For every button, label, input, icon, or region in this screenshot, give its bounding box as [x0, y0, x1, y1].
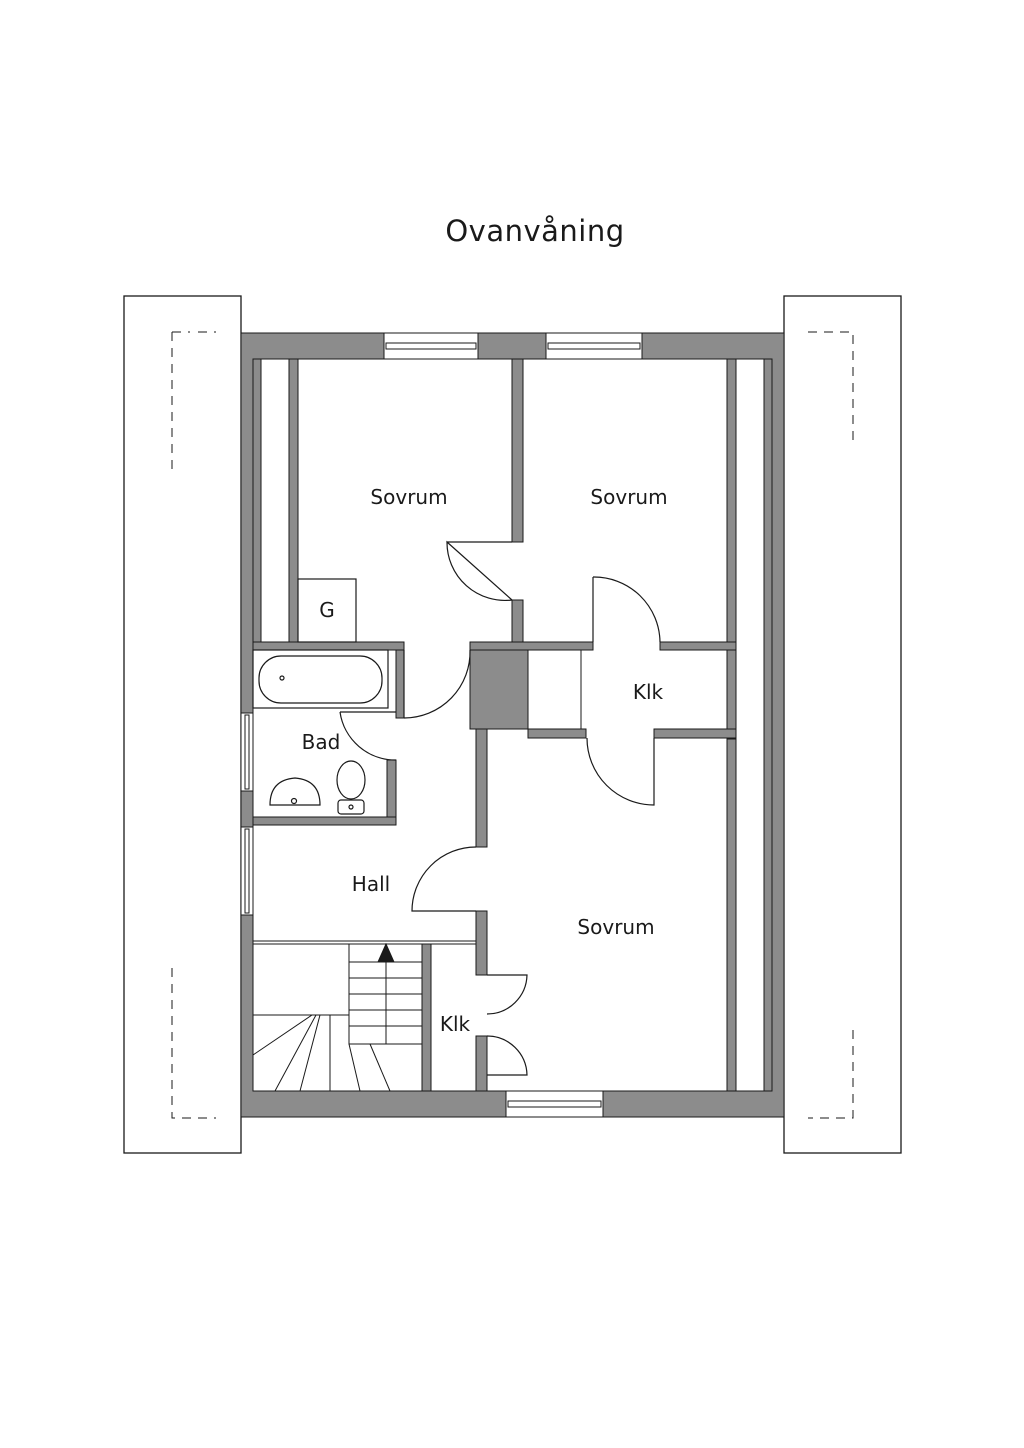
interior-walls: [252, 358, 773, 1092]
room-label-wardrobe: G: [319, 598, 335, 622]
wardrobe: [297, 578, 357, 643]
room-label-bathroom: Bad: [301, 730, 341, 754]
room-label-bedroom-1: Sovrum: [370, 485, 448, 509]
room-label-closet-2: Klk: [439, 1012, 471, 1036]
roof-panel-left: [123, 295, 242, 1154]
room-label-closet-1: Klk: [632, 680, 664, 704]
floor-title: Ovanvåning: [445, 214, 625, 248]
windows: [240, 332, 643, 1118]
room-label-bedroom-2: Sovrum: [590, 485, 668, 509]
staircase: [252, 942, 423, 1092]
bathtub-icon: [252, 649, 389, 709]
roof-panel-right: [783, 295, 902, 1154]
toilet-icon: [336, 760, 366, 815]
room-label-hall: Hall: [351, 872, 391, 896]
room-label-bedroom-3: Sovrum: [577, 915, 655, 939]
doors: [339, 540, 661, 1076]
sink-icon: [269, 777, 321, 806]
